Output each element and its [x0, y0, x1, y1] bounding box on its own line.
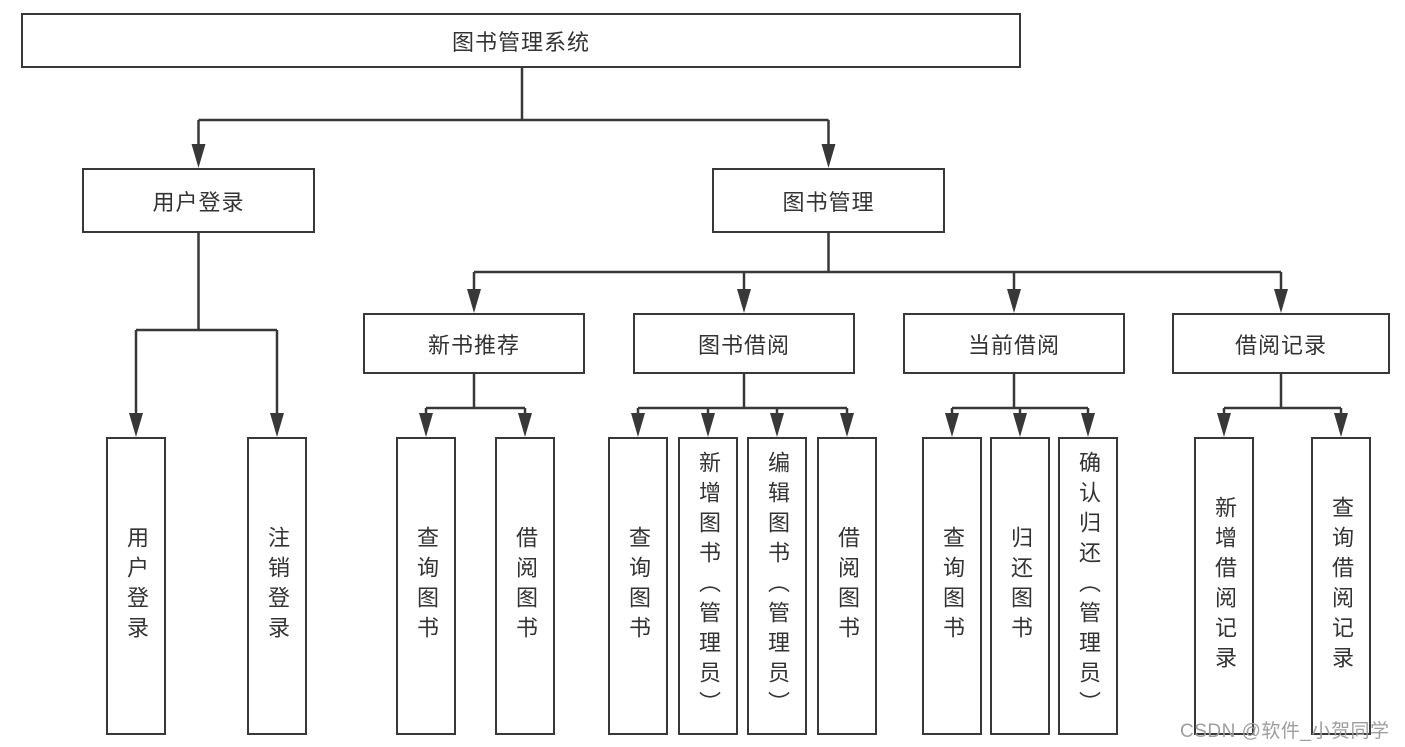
node-borrowing-records: 借阅记录: [1172, 313, 1390, 374]
leaf-query-books-current: 查询图书: [922, 437, 982, 735]
connector-book-management: [467, 233, 1288, 313]
node-label: 新书推荐: [427, 332, 520, 358]
node-label: 图书管理: [782, 189, 875, 215]
node-label: 查询图书: [940, 526, 965, 646]
connector-new-book-recommend: [419, 374, 532, 437]
node-label: 查询图书: [626, 526, 651, 646]
node-label: 新增借阅记录: [1212, 496, 1237, 676]
node-label: 编辑图书（管理员）: [765, 451, 790, 721]
node-label: 借阅记录: [1234, 332, 1327, 358]
watermark: CSDN @软件_小贺同学: [1180, 721, 1390, 742]
node-label: 新增图书（管理员）: [696, 451, 721, 721]
node-book-management: 图书管理: [712, 168, 945, 233]
node-label: 查询图书: [414, 526, 439, 646]
leaf-return-books: 归还图书: [990, 437, 1050, 735]
node-label: 图书管理系统: [451, 29, 590, 55]
connector-root: [191, 68, 836, 168]
node-label: 归还图书: [1008, 526, 1033, 646]
leaf-confirm-return-admin: 确认归还（管理员）: [1058, 437, 1118, 735]
node-label: 借阅图书: [835, 526, 860, 646]
connector-book-borrowing: [631, 374, 854, 437]
node-label: 借阅图书: [513, 526, 538, 646]
connector-borrowing-records: [1217, 374, 1348, 437]
leaf-borrow-books-recommend: 借阅图书: [495, 437, 555, 735]
connector-user-login: [129, 233, 284, 437]
node-user-login: 用户登录: [82, 168, 315, 233]
node-book-borrowing: 图书借阅: [633, 313, 855, 374]
leaf-logout: 注销登录: [247, 437, 307, 735]
connector-current-borrowing: [945, 374, 1095, 437]
node-label: 当前借阅: [967, 332, 1060, 358]
node-label: 用户登录: [152, 189, 245, 215]
node-label: 查询借阅记录: [1329, 496, 1354, 676]
node-new-book-recommend: 新书推荐: [363, 313, 585, 374]
leaf-user-login: 用户登录: [106, 437, 166, 735]
leaf-edit-books-admin: 编辑图书（管理员）: [747, 437, 807, 735]
leaf-query-borrow-record: 查询借阅记录: [1311, 437, 1371, 735]
leaf-add-books-admin: 新增图书（管理员）: [678, 437, 738, 735]
node-library-system: 图书管理系统: [21, 13, 1021, 68]
leaf-query-books-borrowing: 查询图书: [608, 437, 668, 735]
node-label: 图书借阅: [697, 332, 790, 358]
leaf-borrow-books: 借阅图书: [817, 437, 877, 735]
leaf-add-borrow-record: 新增借阅记录: [1194, 437, 1254, 735]
node-label: 确认归还（管理员）: [1076, 451, 1101, 721]
leaf-query-books-recommend: 查询图书: [396, 437, 456, 735]
node-current-borrowing: 当前借阅: [903, 313, 1125, 374]
node-label: 注销登录: [265, 526, 290, 646]
node-label: 用户登录: [124, 526, 149, 646]
